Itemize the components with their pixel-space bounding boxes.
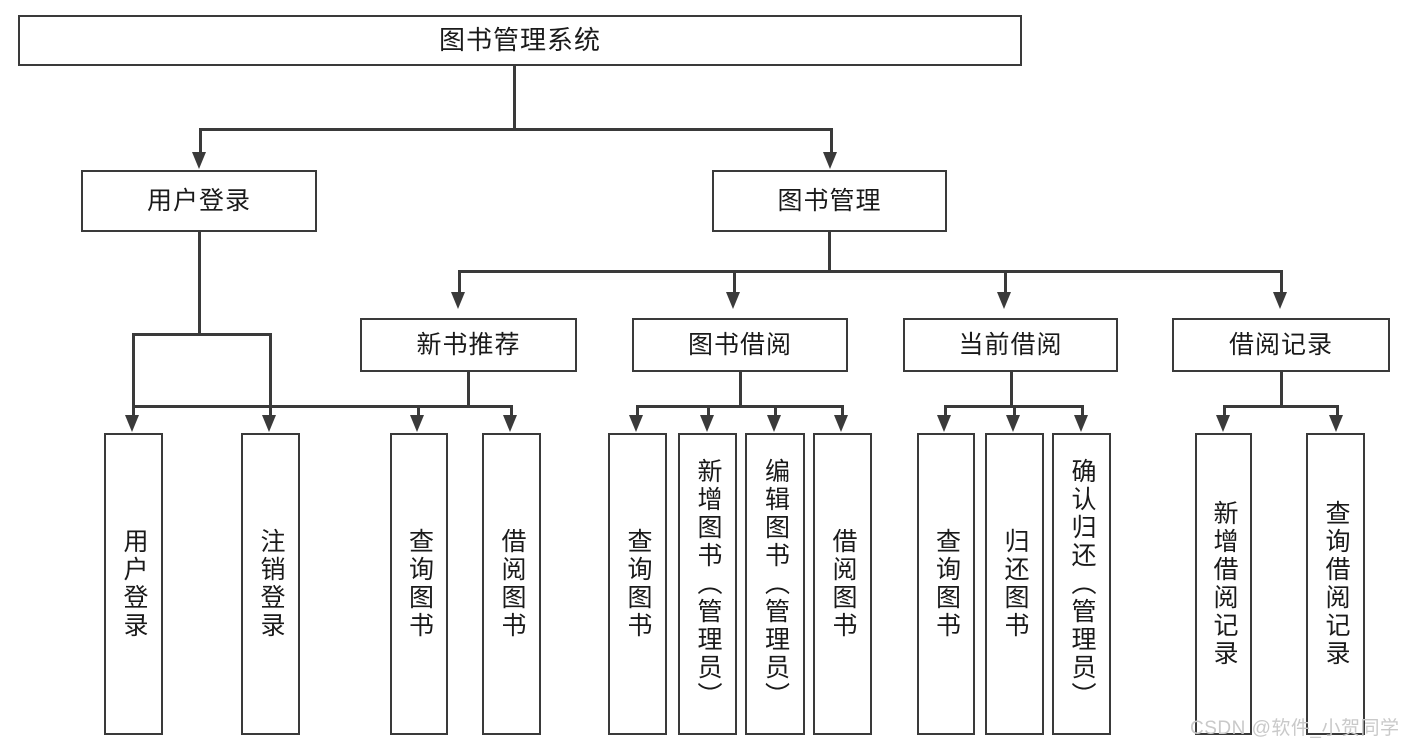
arrow-current-borrow-to-return bbox=[1006, 415, 1020, 432]
edge-root-to-book-manage bbox=[830, 128, 833, 152]
node-borrow-record-label: 借阅记录 bbox=[1228, 330, 1333, 359]
node-leaf-borrow-book-1-label: 借阅图书 bbox=[498, 528, 526, 640]
edge-book-manage-to-book-borrow bbox=[733, 270, 736, 292]
node-leaf-query-book-1-label: 查询图书 bbox=[405, 528, 434, 640]
node-leaf-borrow-book-2[interactable]: 借阅图书 bbox=[813, 433, 872, 735]
node-leaf-add-record[interactable]: 新增借阅记录 bbox=[1195, 433, 1252, 735]
node-leaf-borrow-book-1[interactable]: 借阅图书 bbox=[482, 433, 541, 735]
edge-borrow-record-bus bbox=[1223, 405, 1336, 408]
arrow-borrow-record-to-add bbox=[1216, 415, 1230, 432]
node-book-borrow[interactable]: 图书借阅 bbox=[632, 318, 848, 372]
edge-user-login-to-leaf2 bbox=[269, 333, 272, 415]
arrow-user-login-to-leaf1 bbox=[125, 415, 139, 432]
node-leaf-user-login-label: 用户登录 bbox=[120, 528, 148, 640]
node-user-login-label: 用户登录 bbox=[146, 186, 251, 215]
edge-current-borrow-bus bbox=[944, 405, 1081, 408]
node-leaf-edit-book[interactable]: 编辑图书（管理员） bbox=[745, 433, 805, 735]
node-current-borrow-label: 当前借阅 bbox=[958, 330, 1063, 359]
edge-root-bus bbox=[199, 128, 832, 131]
node-leaf-logout-label: 注销登录 bbox=[257, 528, 285, 640]
edge-borrow-record-to-query bbox=[1336, 405, 1339, 415]
node-leaf-add-record-label: 新增借阅记录 bbox=[1210, 500, 1238, 668]
edge-book-manage-bus bbox=[458, 270, 1282, 273]
node-leaf-query-book-3[interactable]: 查询图书 bbox=[917, 433, 975, 735]
arrow-book-manage-to-book-borrow bbox=[726, 292, 740, 309]
arrow-root-to-book-manage bbox=[823, 152, 837, 169]
edge-root-stem bbox=[513, 66, 516, 128]
node-leaf-query-book-1[interactable]: 查询图书 bbox=[390, 433, 448, 735]
edge-root-to-user-login bbox=[199, 128, 202, 152]
node-leaf-add-book-label: 新增图书（管理员） bbox=[694, 458, 722, 710]
edge-borrow-record-stem bbox=[1280, 372, 1283, 405]
node-leaf-return-book[interactable]: 归还图书 bbox=[985, 433, 1044, 735]
edge-book-manage-to-current-borrow bbox=[1004, 270, 1007, 292]
arrow-book-manage-to-new-book bbox=[451, 292, 465, 309]
edge-book-borrow-bus bbox=[636, 405, 841, 408]
arrow-borrow-record-to-query bbox=[1329, 415, 1343, 432]
edge-new-book-stem bbox=[467, 372, 470, 405]
node-book-manage-label: 图书管理 bbox=[777, 186, 882, 215]
node-book-borrow-label: 图书借阅 bbox=[687, 330, 792, 359]
arrow-new-book-to-query bbox=[410, 415, 424, 432]
edge-current-borrow-stem bbox=[1010, 372, 1013, 405]
arrow-root-to-user-login bbox=[192, 152, 206, 169]
edge-user-login-to-leaf1 bbox=[132, 333, 135, 415]
edge-new-book-bus bbox=[132, 405, 512, 408]
arrow-book-borrow-to-add bbox=[700, 415, 714, 432]
node-current-borrow[interactable]: 当前借阅 bbox=[903, 318, 1118, 372]
node-user-login[interactable]: 用户登录 bbox=[81, 170, 317, 232]
edge-new-book-to-query bbox=[417, 405, 420, 415]
node-leaf-confirm-return-label: 确认归还（管理员） bbox=[1068, 458, 1096, 710]
node-leaf-query-book-2[interactable]: 查询图书 bbox=[608, 433, 667, 735]
node-leaf-confirm-return[interactable]: 确认归还（管理员） bbox=[1052, 433, 1111, 735]
arrow-book-borrow-to-edit bbox=[767, 415, 781, 432]
edge-borrow-record-to-add bbox=[1223, 405, 1226, 415]
edge-current-borrow-to-return bbox=[1013, 405, 1016, 415]
node-book-manage[interactable]: 图书管理 bbox=[712, 170, 947, 232]
node-leaf-query-record[interactable]: 查询借阅记录 bbox=[1306, 433, 1365, 735]
node-leaf-query-record-label: 查询借阅记录 bbox=[1322, 500, 1350, 668]
arrow-book-manage-to-current-borrow bbox=[997, 292, 1011, 309]
edge-book-manage-stem bbox=[828, 232, 831, 270]
edge-book-borrow-to-edit bbox=[774, 405, 777, 415]
node-root[interactable]: 图书管理系统 bbox=[18, 15, 1022, 66]
arrow-book-borrow-to-borrow bbox=[834, 415, 848, 432]
node-leaf-edit-book-label: 编辑图书（管理员） bbox=[761, 458, 790, 710]
node-leaf-query-book-3-label: 查询图书 bbox=[932, 528, 961, 640]
edge-book-manage-to-borrow-record bbox=[1280, 270, 1283, 292]
edge-current-borrow-to-confirm bbox=[1081, 405, 1084, 415]
arrow-current-borrow-to-confirm bbox=[1074, 415, 1088, 432]
arrow-book-manage-to-borrow-record bbox=[1273, 292, 1287, 309]
node-borrow-record[interactable]: 借阅记录 bbox=[1172, 318, 1390, 372]
node-leaf-logout[interactable]: 注销登录 bbox=[241, 433, 300, 735]
node-leaf-add-book[interactable]: 新增图书（管理员） bbox=[678, 433, 737, 735]
arrow-new-book-to-borrow bbox=[503, 415, 517, 432]
node-new-book-recommend-label: 新书推荐 bbox=[416, 330, 521, 359]
edge-new-book-to-borrow bbox=[510, 405, 513, 415]
edge-book-borrow-to-query bbox=[636, 405, 639, 415]
edge-book-borrow-stem bbox=[739, 372, 742, 405]
edge-book-borrow-to-borrow bbox=[841, 405, 844, 415]
node-leaf-return-book-label: 归还图书 bbox=[1001, 528, 1029, 640]
edge-user-login-bus bbox=[132, 333, 270, 336]
edge-current-borrow-to-query bbox=[944, 405, 947, 415]
arrow-book-borrow-to-query bbox=[629, 415, 643, 432]
node-root-label: 图书管理系统 bbox=[438, 24, 601, 55]
node-leaf-borrow-book-2-label: 借阅图书 bbox=[829, 528, 857, 640]
arrow-user-login-to-leaf2 bbox=[262, 415, 276, 432]
arrow-current-borrow-to-query bbox=[937, 415, 951, 432]
edge-book-manage-to-new-book bbox=[458, 270, 461, 292]
node-new-book-recommend[interactable]: 新书推荐 bbox=[360, 318, 577, 372]
edge-book-borrow-to-add bbox=[707, 405, 710, 415]
node-leaf-user-login[interactable]: 用户登录 bbox=[104, 433, 163, 735]
edge-user-login-stem bbox=[198, 232, 201, 333]
node-leaf-query-book-2-label: 查询图书 bbox=[624, 528, 652, 640]
